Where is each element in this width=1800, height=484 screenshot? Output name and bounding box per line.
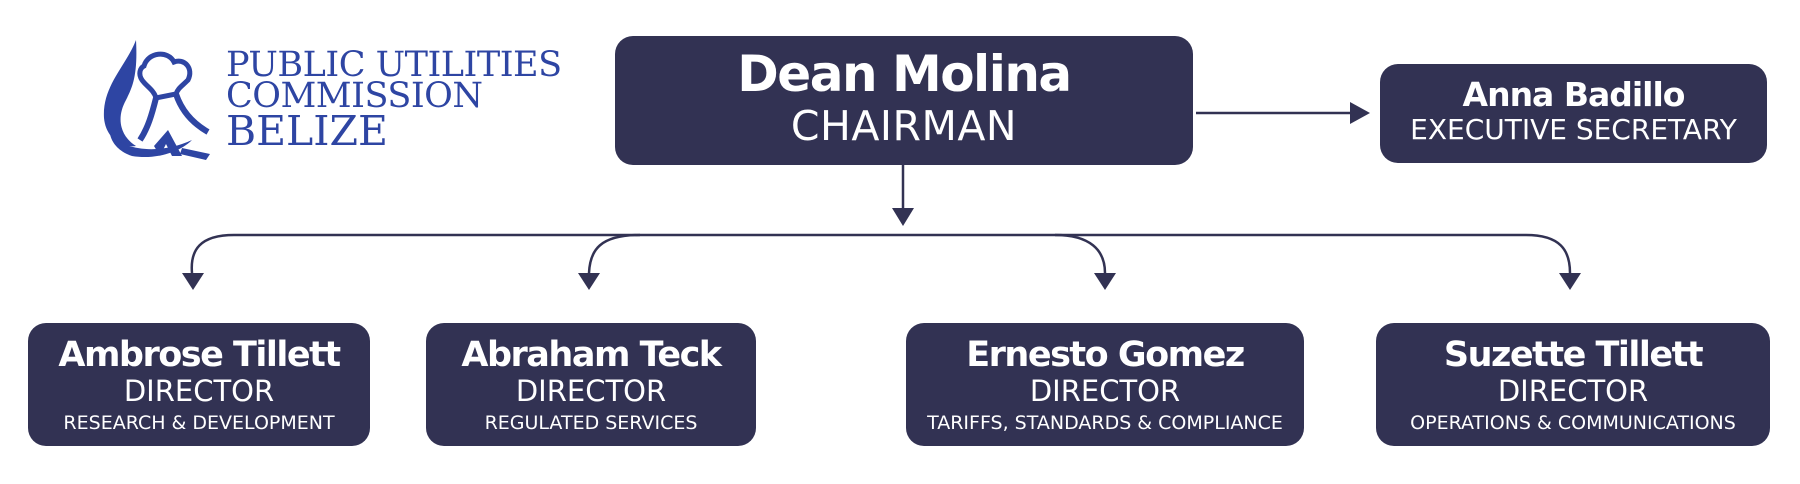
logo-line-3: BELIZE (226, 107, 388, 155)
director-department: TARIFFS, STANDARDS & COMPLIANCE (927, 412, 1283, 434)
puc-emblem-icon (103, 40, 210, 160)
director-name: Ernesto Gomez (966, 335, 1245, 375)
logo-line-1: PUBLIC UTILITIES (226, 45, 562, 85)
secretary-name: Anna Badillo (1462, 75, 1686, 114)
director-department: REGULATED SERVICES (484, 412, 698, 434)
arrow-to-director-1 (182, 273, 204, 290)
connector-to-director-3 (1054, 233, 1107, 274)
arrow-to-director-4 (1559, 273, 1581, 290)
arrow-to-secretary (1350, 102, 1370, 124)
secretary-title: EXECUTIVE SECRETARY (1410, 113, 1737, 146)
director-title: DIRECTOR (515, 374, 667, 408)
chairman-title: CHAIRMAN (790, 102, 1018, 150)
secretary-box: Anna Badillo EXECUTIVE SECRETARY (1380, 64, 1767, 163)
director-department: RESEARCH & DEVELOPMENT (63, 412, 335, 434)
arrow-to-director-3 (1094, 273, 1116, 290)
director-name: Abraham Teck (461, 335, 722, 375)
arrow-to-director-2 (578, 273, 600, 290)
arrow-down-chair (892, 208, 914, 226)
connector-to-director-2 (587, 233, 641, 274)
director-name: Ambrose Tillett (58, 335, 341, 375)
puc-logo: PUBLIC UTILITIES COMMISSION BELIZE (96, 36, 566, 166)
director-name: Suzette Tillett (1443, 335, 1704, 375)
connector-to-director-1 (190, 233, 235, 274)
director-department: OPERATIONS & COMMUNICATIONS (1410, 412, 1736, 434)
director-box-tariffs: Ernesto Gomez DIRECTOR TARIFFS, STANDARD… (906, 323, 1304, 446)
director-title: DIRECTOR (1497, 374, 1649, 408)
logo-line-2: COMMISSION (226, 76, 483, 116)
director-title: DIRECTOR (123, 374, 275, 408)
connector-to-director-4 (1525, 233, 1572, 274)
director-box-research: Ambrose Tillett DIRECTOR RESEARCH & DEVE… (28, 323, 370, 446)
chairman-name: Dean Molina (737, 45, 1072, 103)
director-box-regulated-services: Abraham Teck DIRECTOR REGULATED SERVICES (426, 323, 756, 446)
director-box-operations: Suzette Tillett DIRECTOR OPERATIONS & CO… (1376, 323, 1770, 446)
director-title: DIRECTOR (1029, 374, 1181, 408)
logo-wordmark: PUBLIC UTILITIES COMMISSION BELIZE (226, 45, 562, 155)
chairman-box: Dean Molina CHAIRMAN (615, 36, 1193, 165)
